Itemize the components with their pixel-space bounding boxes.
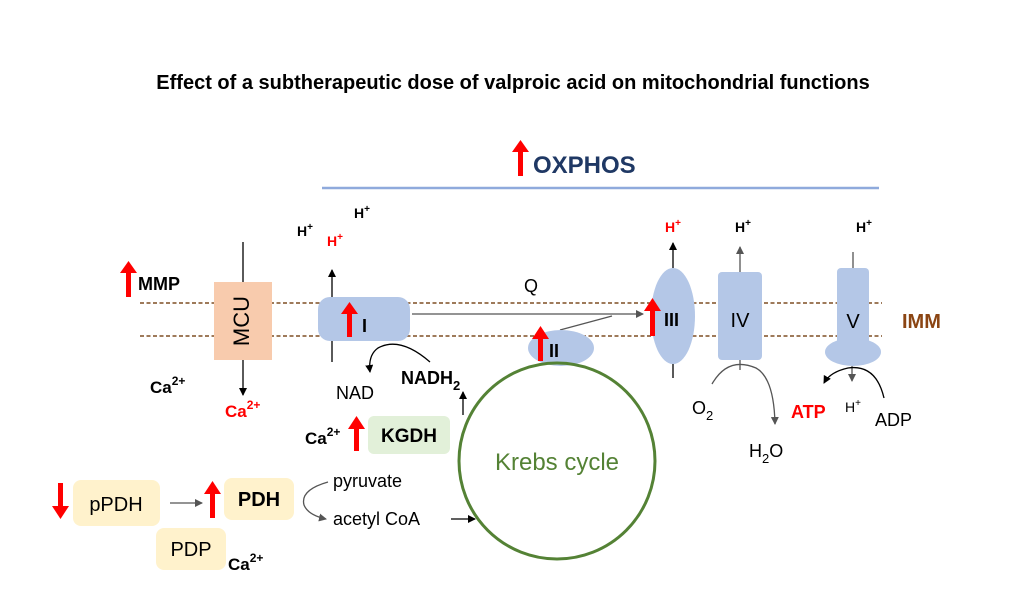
complex-iii [651, 268, 695, 364]
q-label: Q [524, 276, 538, 296]
complex-i [318, 297, 410, 341]
kgdh-label: KGDH [381, 426, 437, 447]
oxphos-label: OXPHOS [533, 152, 636, 179]
mmp-label: MMP [138, 274, 180, 294]
krebs-cycle-label: Krebs cycle [495, 449, 619, 476]
mmp-up-arrow [120, 261, 137, 297]
oxygen-to-water-arrow [711, 363, 779, 425]
pdh-box [224, 478, 294, 520]
proton-label-3-red: H+ [327, 232, 343, 249]
adp-label: ADP [875, 410, 912, 430]
nadh-to-nad-arrow [365, 343, 431, 373]
adp-to-atp-arrow [823, 366, 885, 399]
mcu-channel [214, 282, 272, 360]
proton-label-7: H+ [845, 398, 861, 415]
pdh-up-arrow [204, 481, 221, 518]
pdh-label: PDH [238, 489, 280, 511]
pyruvate-to-acetyl-arrow [302, 481, 329, 522]
pdp-box [156, 528, 226, 570]
complex-iv-label: IV [731, 310, 751, 332]
complex-v-stalk [837, 268, 869, 348]
complex-i-label: I [362, 316, 367, 336]
proton-label-5: H+ [735, 218, 751, 235]
ppdh-label: pPDH [89, 494, 142, 516]
nadh2-label: NADH2 [401, 368, 460, 393]
complex-iii-up-arrow [644, 298, 661, 336]
proton-label-2: H+ [354, 204, 370, 221]
water-label: H2O [749, 441, 783, 466]
atp-label: ATP [791, 402, 826, 422]
complex-ii-up-arrow [532, 326, 549, 361]
complex-ii-to-q-line [559, 315, 613, 331]
imm-label: IMM [902, 311, 941, 333]
calcium-kgdh-label: Ca2+ [305, 425, 340, 448]
page-title: Effect of a subtherapeutic dose of valpr… [156, 72, 869, 94]
pdp-label: PDP [170, 539, 211, 561]
acetyl-coa-label: acetyl CoA [333, 509, 420, 529]
calcium-cytosol-label: Ca2+ [150, 374, 185, 397]
nad-label: NAD [336, 383, 374, 403]
oxphos-up-arrow [512, 140, 529, 176]
complex-iii-label: III [664, 310, 679, 330]
ppdh-down-arrow [52, 483, 69, 519]
mcu-label: MCU [229, 296, 254, 346]
complex-i-up-arrow [341, 302, 358, 337]
kgdh-box [368, 416, 450, 454]
complex-iv [718, 272, 762, 360]
complex-ii-label: II [549, 341, 559, 361]
proton-label-6: H+ [856, 218, 872, 235]
oxygen-label: O2 [692, 398, 713, 423]
krebs-cycle-circle [457, 361, 657, 561]
kgdh-up-arrow [348, 416, 365, 451]
proton-label-1: H+ [297, 222, 313, 239]
pyruvate-label: pyruvate [333, 471, 402, 491]
calcium-matrix-label: Ca2+ [225, 398, 260, 421]
calcium-pdp-label: Ca2+ [228, 551, 263, 574]
ppdh-box [73, 480, 160, 526]
complex-v-label: V [846, 311, 860, 333]
complex-v-head [825, 338, 881, 366]
proton-label-4-red: H+ [665, 218, 681, 235]
